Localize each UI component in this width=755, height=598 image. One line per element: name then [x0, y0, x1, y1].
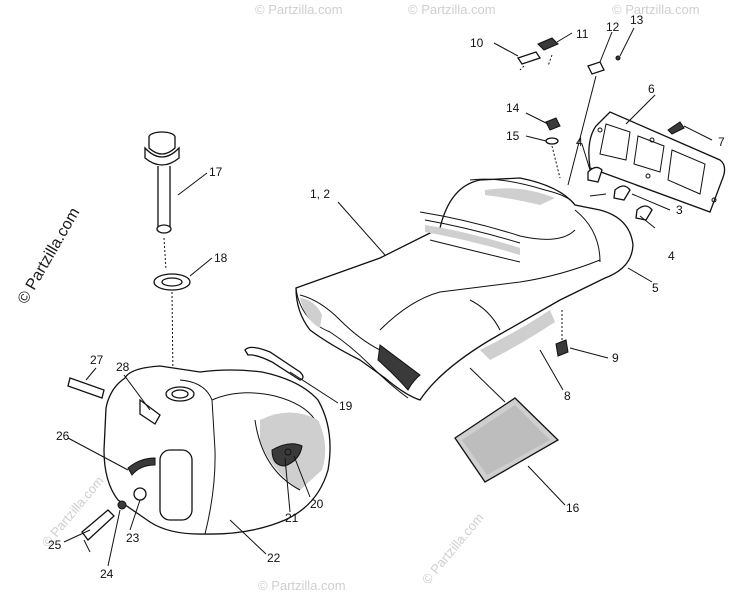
callout-5: 5: [652, 281, 659, 295]
seat-pan: [480, 310, 555, 360]
callout-21: 21: [285, 511, 299, 525]
callout-20: 20: [310, 497, 324, 511]
callout-6: 6: [648, 82, 655, 96]
watermark-side: © Partzilla.com: [15, 205, 84, 307]
callout-1-2: 1, 2: [310, 187, 330, 201]
watermark-top-3: © Partzilla.com: [612, 2, 700, 17]
callout-18: 18: [214, 251, 228, 265]
taillight-lens: [588, 111, 726, 213]
callout-22: 22: [267, 551, 281, 565]
callout-9: 9: [612, 351, 619, 365]
callout-10: 10: [470, 36, 484, 50]
callout-4-lower: 4: [668, 249, 675, 263]
watermark-top-2: © Partzilla.com: [408, 2, 496, 17]
callout-13: 13: [630, 13, 644, 27]
filler-grommet: [153, 273, 191, 379]
callout-16: 16: [566, 501, 580, 515]
callout-3: 3: [676, 203, 683, 217]
fuel-filler-neck: [144, 131, 180, 271]
callout-15: 15: [506, 129, 520, 143]
nut-washer: [545, 117, 561, 179]
callout-8: 8: [564, 389, 571, 403]
callout-25: 25: [48, 538, 62, 552]
callout-17: 17: [209, 165, 223, 179]
callout-24: 24: [100, 567, 114, 581]
fuel-line: [81, 509, 115, 553]
callout-26: 26: [56, 429, 70, 443]
callout-11: 11: [576, 27, 589, 41]
callout-27: 27: [90, 353, 104, 367]
foam-pad: [454, 397, 560, 483]
watermark-top-1: © Partzilla.com: [255, 2, 343, 17]
lens-screw: [667, 121, 685, 135]
seat-bolt: [555, 310, 569, 357]
taillight-bulbs: [587, 166, 653, 221]
callout-7: 7: [718, 135, 725, 149]
brackets: [516, 37, 621, 186]
seat-assembly: [295, 177, 634, 401]
callout-4-upper: 4: [576, 135, 583, 149]
callout-28: 28: [116, 360, 130, 374]
watermark-bottom-3: © Partzilla.com: [419, 510, 487, 587]
tank-strap: [244, 346, 304, 381]
callout-numbers: 1, 2 3 4 4 5 6 7 8 9 10 11 12 13 14 15 1…: [48, 13, 725, 581]
callout-19: 19: [339, 399, 353, 413]
hose: [67, 377, 105, 399]
fuel-tank: [103, 365, 331, 535]
callout-14: 14: [506, 101, 520, 115]
callout-23: 23: [126, 531, 140, 545]
leader-lines: [63, 27, 713, 567]
watermark-bottom-2: © Partzilla.com: [258, 578, 346, 593]
callout-12: 12: [606, 20, 620, 34]
